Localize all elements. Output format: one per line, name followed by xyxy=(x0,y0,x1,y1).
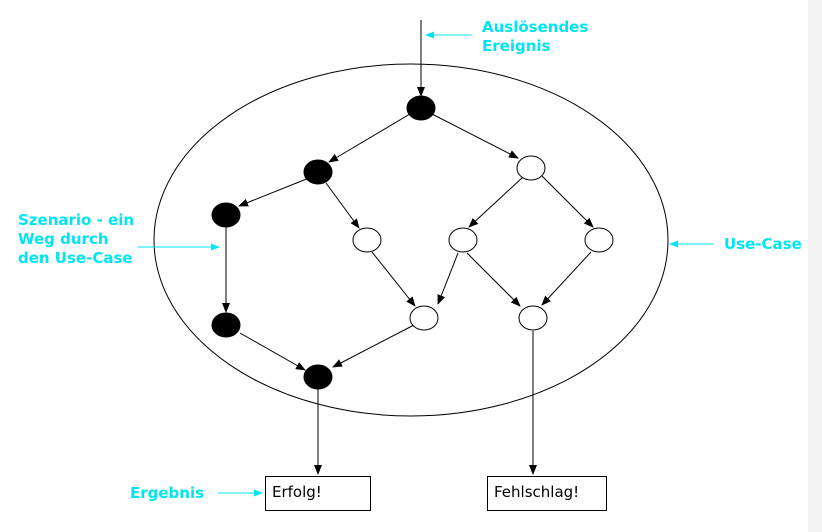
edge-right-to-far-right xyxy=(541,175,594,228)
edge-mid-left-to-merge xyxy=(371,251,416,307)
node-right-empty xyxy=(516,155,546,181)
edge-left-to-mid-left xyxy=(325,182,360,229)
trigger-label-line-1: Auslösendes xyxy=(482,18,589,36)
edge-mid-to-merge xyxy=(437,252,459,305)
node-left-filled xyxy=(303,159,333,185)
edge-merge-to-end xyxy=(332,324,415,368)
annotation-arrows xyxy=(138,31,714,497)
node-merge-empty xyxy=(409,305,439,331)
node-scenario-low-filled xyxy=(211,312,241,338)
node-start-filled xyxy=(406,95,436,121)
edge-start-to-n-left xyxy=(328,113,411,163)
use-case-boundary xyxy=(153,63,669,417)
failure-outcome-box: Fehlschlag! xyxy=(487,476,607,511)
edge-right-to-mid xyxy=(468,176,524,228)
node-mid-left-empty xyxy=(352,227,382,253)
node-end-filled xyxy=(303,364,333,390)
scenario-label-line-1: Szenario - ein xyxy=(18,211,135,229)
edge-mid-to-fail-node xyxy=(466,252,521,307)
success-outcome-box: Erfolg! xyxy=(265,476,371,511)
use-case-label: Use-Case xyxy=(724,235,802,253)
result-label: Ergebnis xyxy=(130,484,205,502)
failure-outcome-text: Fehlschlag! xyxy=(494,483,580,501)
scenario-label-line-2: Weg durch xyxy=(18,230,109,248)
node-far-right-empty xyxy=(584,227,614,253)
edge-left-to-scenario-top xyxy=(238,177,310,207)
edge-far-right-to-fail-node xyxy=(541,251,592,306)
right-edge-strip xyxy=(808,0,822,532)
scenario-label: Szenario - ein Weg durch den Use-Case xyxy=(18,211,134,268)
node-scenario-top-filled xyxy=(211,202,241,228)
node-mid-empty xyxy=(448,227,478,253)
trigger-label-line-2: Ereignis xyxy=(482,37,551,55)
edge-start-to-n-right xyxy=(431,113,519,159)
flow-edges xyxy=(222,20,594,475)
scenario-label-line-3: den Use-Case xyxy=(18,249,133,267)
trigger-label: Auslösendes Ereignis xyxy=(482,18,588,56)
node-fail-empty xyxy=(518,305,548,331)
nodes xyxy=(211,95,614,390)
edge-scenario-low-to-end xyxy=(239,332,306,371)
success-outcome-text: Erfolg! xyxy=(272,483,322,501)
